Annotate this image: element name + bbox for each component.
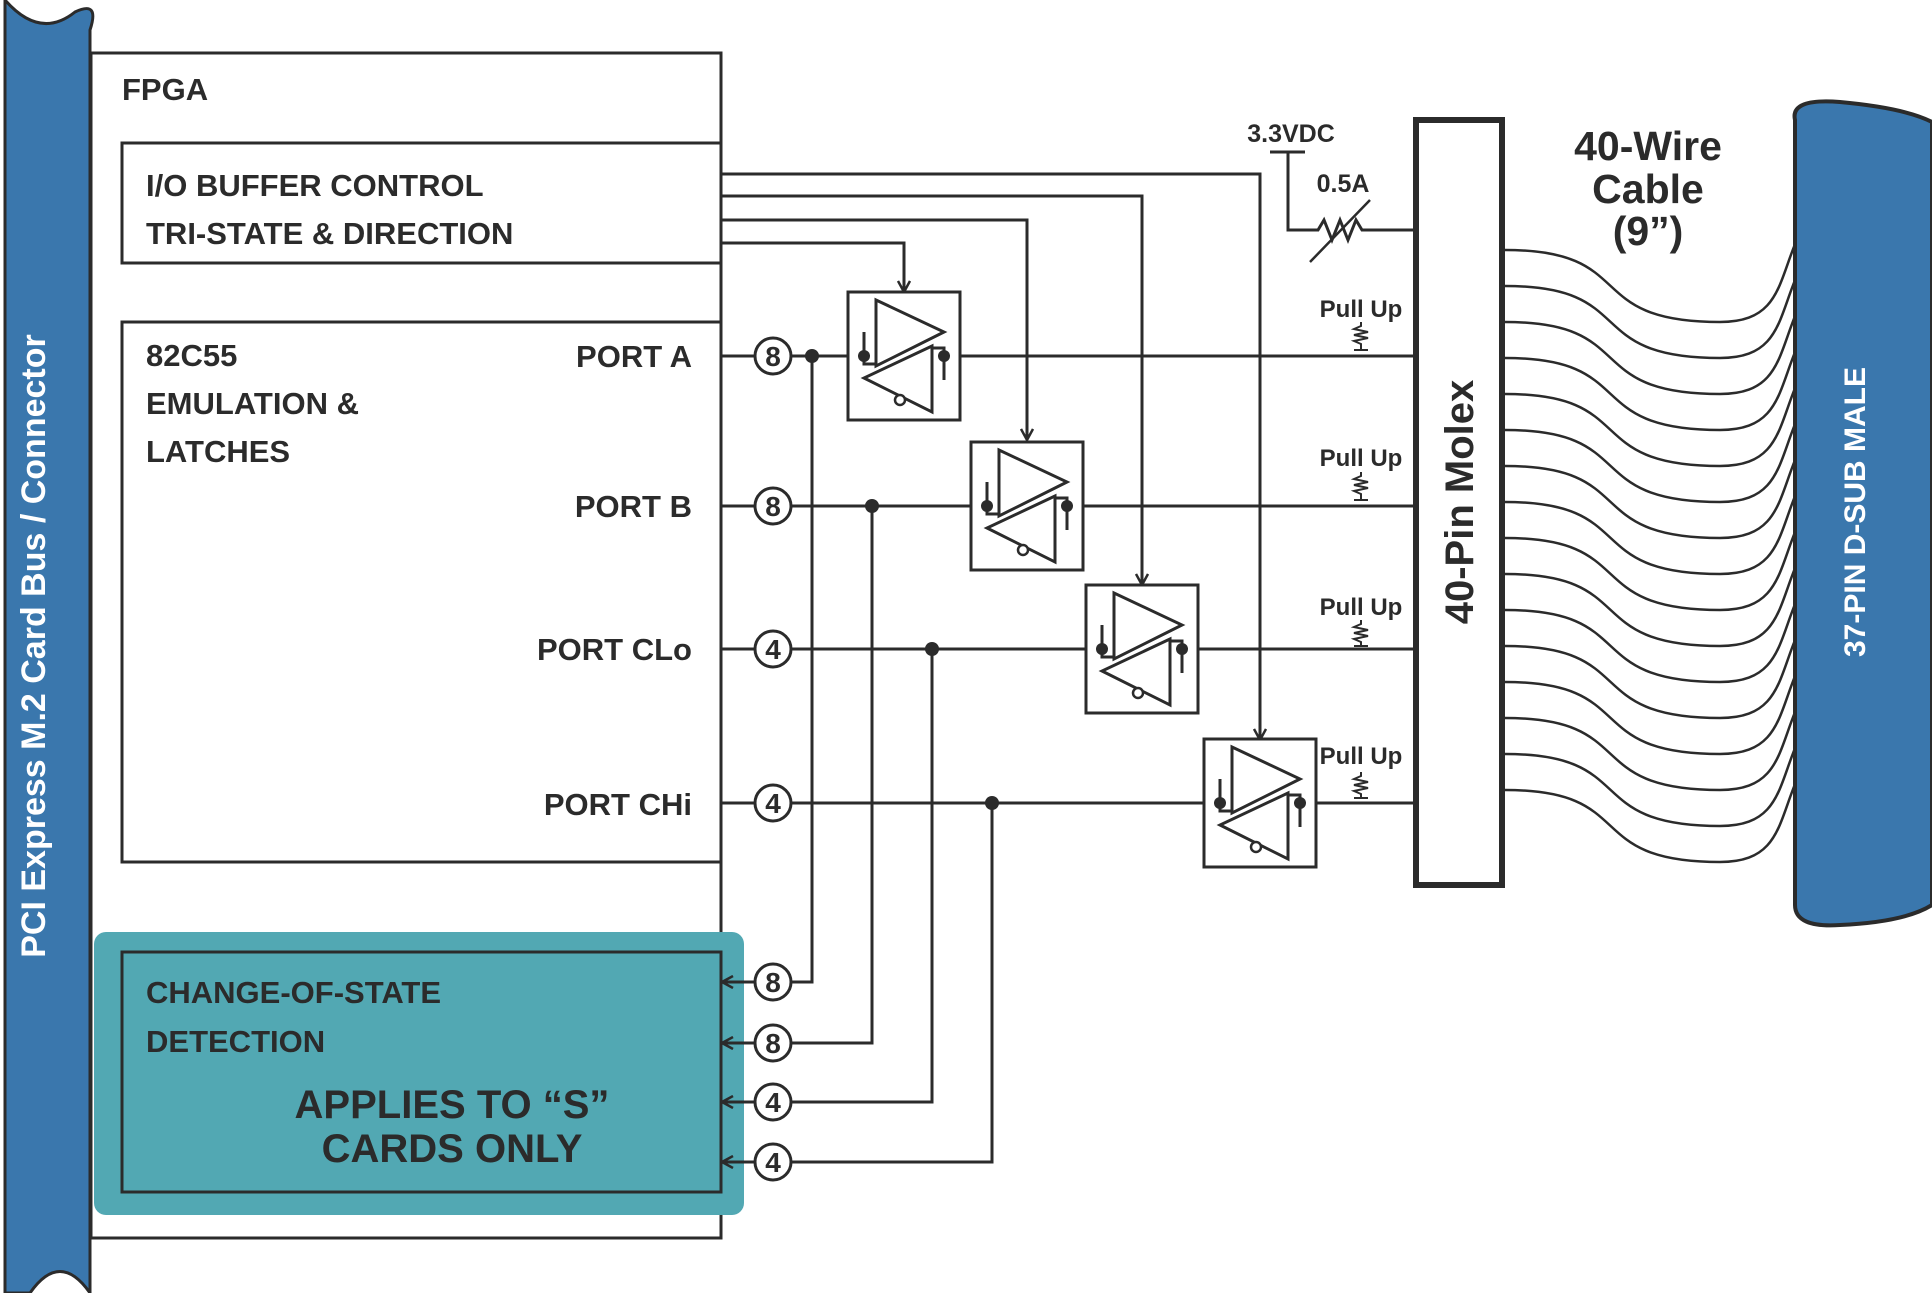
cable-wire	[1504, 236, 1800, 324]
port-lines	[722, 354, 1415, 805]
port-b-width: 8	[765, 491, 781, 522]
cos-note2: CARDS ONLY	[322, 1127, 583, 1171]
emulation-latches-block	[120, 320, 723, 864]
cos-block	[120, 950, 723, 1194]
port-clo-label: PORT CLo	[537, 632, 692, 667]
cable-line3: (9”)	[1613, 208, 1684, 254]
buffer-port-clo	[1084, 583, 1200, 715]
cable-wire	[1504, 668, 1800, 756]
fpga-label: FPGA	[122, 72, 208, 107]
cable-wire	[1504, 344, 1800, 432]
io-buffer-control-block	[120, 141, 723, 265]
cable-wire	[1504, 524, 1800, 612]
port-chi-label: PORT CHi	[544, 787, 692, 822]
io-buffer-line1: I/O BUFFER CONTROL	[146, 168, 484, 203]
cable-wire	[1504, 560, 1800, 648]
molex-label: 40-Pin Molex	[1438, 380, 1482, 625]
emulation-line1: 82C55	[146, 338, 237, 373]
pullup-label-chi: Pull Up	[1320, 743, 1403, 770]
pullups: Pull Up Pull Up Pull Up Pull Up	[1320, 296, 1403, 799]
cable-wire	[1504, 740, 1800, 828]
power-voltage: 3.3VDC	[1247, 120, 1335, 148]
cable-wires	[1504, 236, 1800, 864]
cos-input-4: 4	[765, 1147, 781, 1178]
fuse-rating: 0.5A	[1317, 170, 1370, 198]
pullup-label-a: Pull Up	[1320, 296, 1403, 323]
bus-label: PCI Express M.2 Card Bus / Connector	[15, 334, 53, 958]
cable-wire	[1504, 452, 1800, 540]
port-width-markers: 8 8 4 4 8 8 4 4	[753, 336, 793, 1182]
cos-input-1: 8	[765, 967, 781, 998]
cable-wire	[1504, 272, 1800, 360]
cable-wire	[1504, 308, 1800, 396]
cable-wire	[1504, 704, 1800, 792]
cos-input-2: 8	[765, 1028, 781, 1059]
cable-line1: 40-Wire	[1574, 123, 1722, 169]
port-a-width: 8	[765, 341, 781, 372]
cable-wire	[1504, 380, 1800, 468]
cos-line2: DETECTION	[146, 1024, 325, 1059]
port-clo-width: 4	[765, 634, 781, 665]
emulation-line3: LATCHES	[146, 434, 290, 469]
power-fuse: 3.3VDC 0.5A	[1247, 120, 1415, 263]
cos-note1: APPLIES TO “S”	[295, 1083, 610, 1127]
cable-wire	[1504, 776, 1800, 864]
molex-connector	[1413, 117, 1505, 888]
emulation-line2: EMULATION &	[146, 386, 359, 421]
cos-highlight	[94, 932, 744, 1215]
pullup-label-b: Pull Up	[1320, 445, 1403, 472]
dsub-label: 37-PIN D-SUB MALE	[1839, 367, 1872, 657]
pci-bus-bar: PCI Express M.2 Card Bus / Connector	[3, 0, 95, 1293]
dsub-connector: 37-PIN D-SUB MALE	[1792, 99, 1932, 928]
cable-wire	[1504, 632, 1800, 720]
buffer-port-b	[969, 440, 1085, 572]
control-lines	[722, 172, 1260, 740]
buffer-port-chi	[1202, 737, 1318, 869]
buffer-port-a	[846, 290, 962, 422]
cos-line1: CHANGE-OF-STATE	[146, 975, 441, 1010]
pullup-label-clo: Pull Up	[1320, 594, 1403, 621]
cable-wire	[1504, 416, 1800, 504]
cable-line2: Cable	[1592, 166, 1704, 212]
cable-wire	[1504, 488, 1800, 576]
port-b-label: PORT B	[575, 489, 692, 524]
io-buffer-line2: TRI-STATE & DIRECTION	[146, 216, 513, 251]
cos-input-3: 4	[765, 1087, 781, 1118]
port-a-label: PORT A	[576, 339, 692, 374]
port-chi-width: 4	[765, 788, 781, 819]
cable-wire	[1504, 596, 1800, 684]
